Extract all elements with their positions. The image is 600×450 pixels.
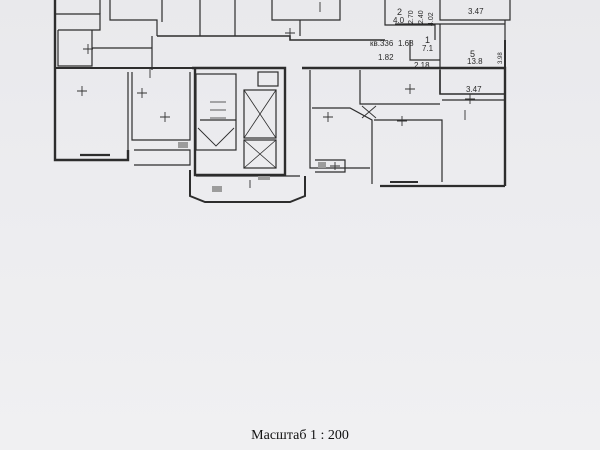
room-5-area: 13.8 xyxy=(467,57,483,66)
dimension-398: 3.98 xyxy=(498,52,504,64)
dimension-347-top: 3.47 xyxy=(468,7,484,16)
plan-dimension-ticks xyxy=(77,2,475,188)
floor-plan-drawing xyxy=(53,0,511,203)
dimension-218: 2.18 xyxy=(414,61,430,70)
dimension-240: 2.40 xyxy=(418,10,425,24)
plan-walls xyxy=(53,0,511,203)
room-1-number: 1 xyxy=(425,35,431,45)
dimension-270: 2.70 xyxy=(408,10,415,24)
dimension-347-mid: 3.47 xyxy=(466,85,482,94)
room-2-number: 2 xyxy=(397,7,403,17)
scale-caption: Масштаб 1 : 200 xyxy=(251,428,349,443)
dimension-182: 1.82 xyxy=(378,53,394,62)
dimension-402: 4.02 xyxy=(428,12,435,26)
room-1-area: 7.1 xyxy=(422,44,434,53)
room-2-area: 4.0 xyxy=(393,16,405,25)
dimension-168: 1.68 xyxy=(398,39,414,48)
room-5-number: 5 xyxy=(470,49,476,59)
plan-fixtures xyxy=(178,142,326,192)
apartment-number: кв.336 xyxy=(370,39,394,48)
